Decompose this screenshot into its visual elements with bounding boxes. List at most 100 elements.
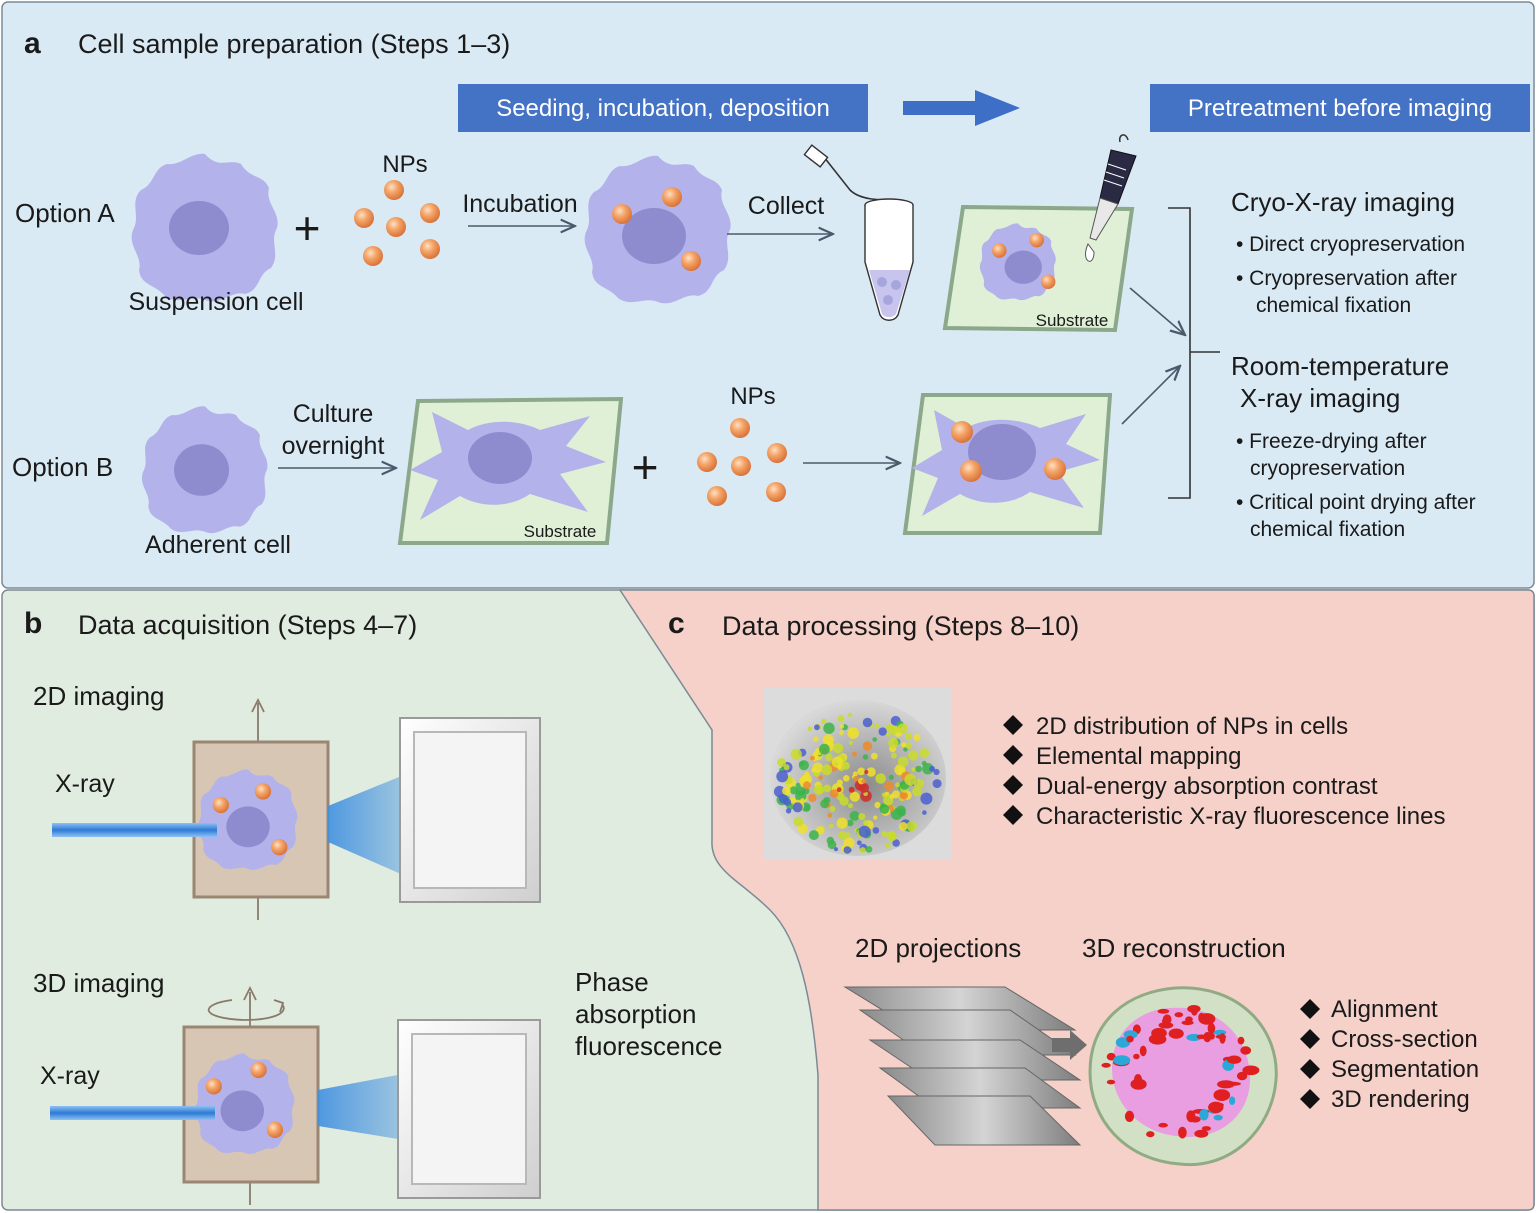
heatmap-speckle — [897, 723, 908, 734]
rotation-arrow-icon — [207, 999, 285, 1021]
adherent-cell — [141, 406, 268, 534]
reconstructed-particle — [1146, 1131, 1155, 1138]
heatmap-speckle — [827, 812, 833, 818]
banner-pretreatment — [1150, 84, 1530, 132]
heatmap-speckle — [812, 762, 823, 773]
reconstructed-particle — [1189, 1116, 1201, 1123]
panel-b-title: Data acquisition (Steps 4–7) — [78, 610, 417, 640]
heatmap-speckle — [874, 723, 880, 729]
contrast-line-1: Phase — [575, 967, 649, 997]
panel-a-letter: a — [24, 27, 41, 60]
diamond-icon — [1300, 999, 1320, 1019]
heatmap-speckle — [911, 767, 916, 772]
heatmap-speckle — [862, 754, 869, 760]
reconstructed-particle — [1157, 1008, 1170, 1014]
cryo-item-2-cont: chemical fixation — [1256, 294, 1411, 317]
reconstructed-particle — [1229, 1096, 1236, 1105]
heatmap-speckle — [863, 820, 869, 826]
projections-label: 2D projections — [855, 933, 1021, 963]
rt-title-line1: Room-temperature — [1231, 351, 1449, 381]
heatmap-speckle — [821, 764, 833, 776]
heatmap-speckle — [888, 725, 898, 735]
reconstructed-particle — [1240, 1046, 1252, 1055]
substrate-label-b: Substrate — [524, 522, 597, 541]
xray-beam-3d — [50, 1106, 215, 1120]
reconstructed-particle — [1215, 1034, 1227, 1039]
reconstructed-particle — [1133, 1053, 1140, 1060]
heatmap-speckle — [856, 840, 862, 846]
heatmap-speckle — [776, 770, 789, 783]
heatmap-speckle — [899, 791, 907, 799]
heatmap-speckle — [881, 831, 888, 837]
reconstructed-particle — [1213, 1114, 1223, 1121]
heatmap-speckle — [904, 773, 916, 786]
heatmap-speckle — [906, 820, 917, 832]
heatmap-speckle — [929, 765, 935, 772]
heatmap-speckle — [862, 717, 873, 728]
bullet-2d-2: Elemental mapping — [1036, 743, 1241, 770]
reconstructed-particle — [1113, 1055, 1131, 1066]
substrate-slide-b2 — [902, 393, 1113, 535]
heatmap-speckle — [839, 796, 849, 806]
reconstructed-particle — [1178, 1126, 1187, 1139]
reconstructed-particle — [1123, 1030, 1138, 1039]
heatmap-speckle — [890, 752, 897, 759]
heatmap-speckle — [895, 782, 900, 788]
merge-arrow-a — [1129, 287, 1185, 335]
diamond-icon — [1003, 805, 1023, 825]
heatmap-speckle — [915, 765, 922, 773]
banner-arrow — [903, 90, 1020, 126]
substrate-slide-b1: Substrate — [397, 396, 624, 545]
culture-label-line2: overnight — [282, 432, 385, 460]
heatmap-speckle — [898, 822, 908, 831]
heatmap-speckle — [832, 743, 844, 754]
rt-item-2-cont: chemical fixation — [1250, 518, 1405, 541]
reconstruction-arrow — [1052, 1030, 1087, 1060]
heatmap-speckle — [848, 712, 853, 717]
heatmap-speckle — [783, 764, 790, 771]
heatmap-speckle — [819, 743, 830, 755]
heatmap-speckle — [818, 787, 824, 794]
heatmap-speckle — [922, 763, 934, 775]
bullet-3d-4: 3D rendering — [1331, 1086, 1470, 1113]
heatmap-speckle — [912, 786, 922, 797]
heatmap-speckle — [795, 782, 801, 788]
xray-beam-2d — [52, 823, 217, 837]
heatmap-speckle — [845, 832, 851, 838]
plus-sign-a: + — [294, 202, 321, 254]
xray-label-2d: X-ray — [55, 770, 115, 798]
heatmap-speckle — [810, 755, 815, 761]
nanoparticles-a — [354, 180, 440, 266]
rt-item-1: • Freeze-drying after — [1236, 430, 1427, 453]
heatmap-speckle — [892, 839, 900, 847]
heatmap-speckle — [878, 727, 887, 736]
reconstructed-particle — [1158, 1122, 1168, 1128]
panel-b-letter: b — [24, 607, 42, 640]
heatmap-speckle — [808, 830, 819, 841]
cell-with-nps — [584, 155, 731, 304]
heatmap-speckle — [849, 791, 860, 802]
reconstructed-particle — [1126, 1035, 1134, 1043]
heatmap-speckle — [864, 769, 869, 775]
heatmap-speckle — [870, 752, 878, 760]
nps-label-b: NPs — [730, 383, 775, 410]
heatmap-speckle — [847, 727, 859, 739]
incubation-label: Incubation — [462, 190, 577, 218]
diamond-icon — [1003, 775, 1023, 795]
imaging-3d-label: 3D imaging — [33, 968, 165, 998]
imaging-2d-label: 2D imaging — [33, 681, 165, 711]
heatmap-speckle — [872, 737, 877, 742]
heatmap-speckle — [849, 810, 860, 821]
heatmap-speckle — [848, 803, 853, 809]
cryo-item-1: • Direct cryopreservation — [1236, 233, 1465, 256]
diamond-icon — [1003, 715, 1023, 735]
heatmap-speckle — [795, 786, 806, 796]
reconstruction-3d — [1088, 986, 1278, 1167]
cryo-item-2: • Cryopreservation after — [1236, 267, 1457, 290]
rt-title-line2: X-ray imaging — [1240, 383, 1400, 413]
np-distribution-map — [764, 688, 952, 859]
heatmap-speckle — [804, 804, 810, 811]
reconstructed-particle — [1213, 1089, 1231, 1101]
heatmap-speckle — [833, 761, 839, 767]
rotation-arrowhead — [273, 999, 285, 1013]
